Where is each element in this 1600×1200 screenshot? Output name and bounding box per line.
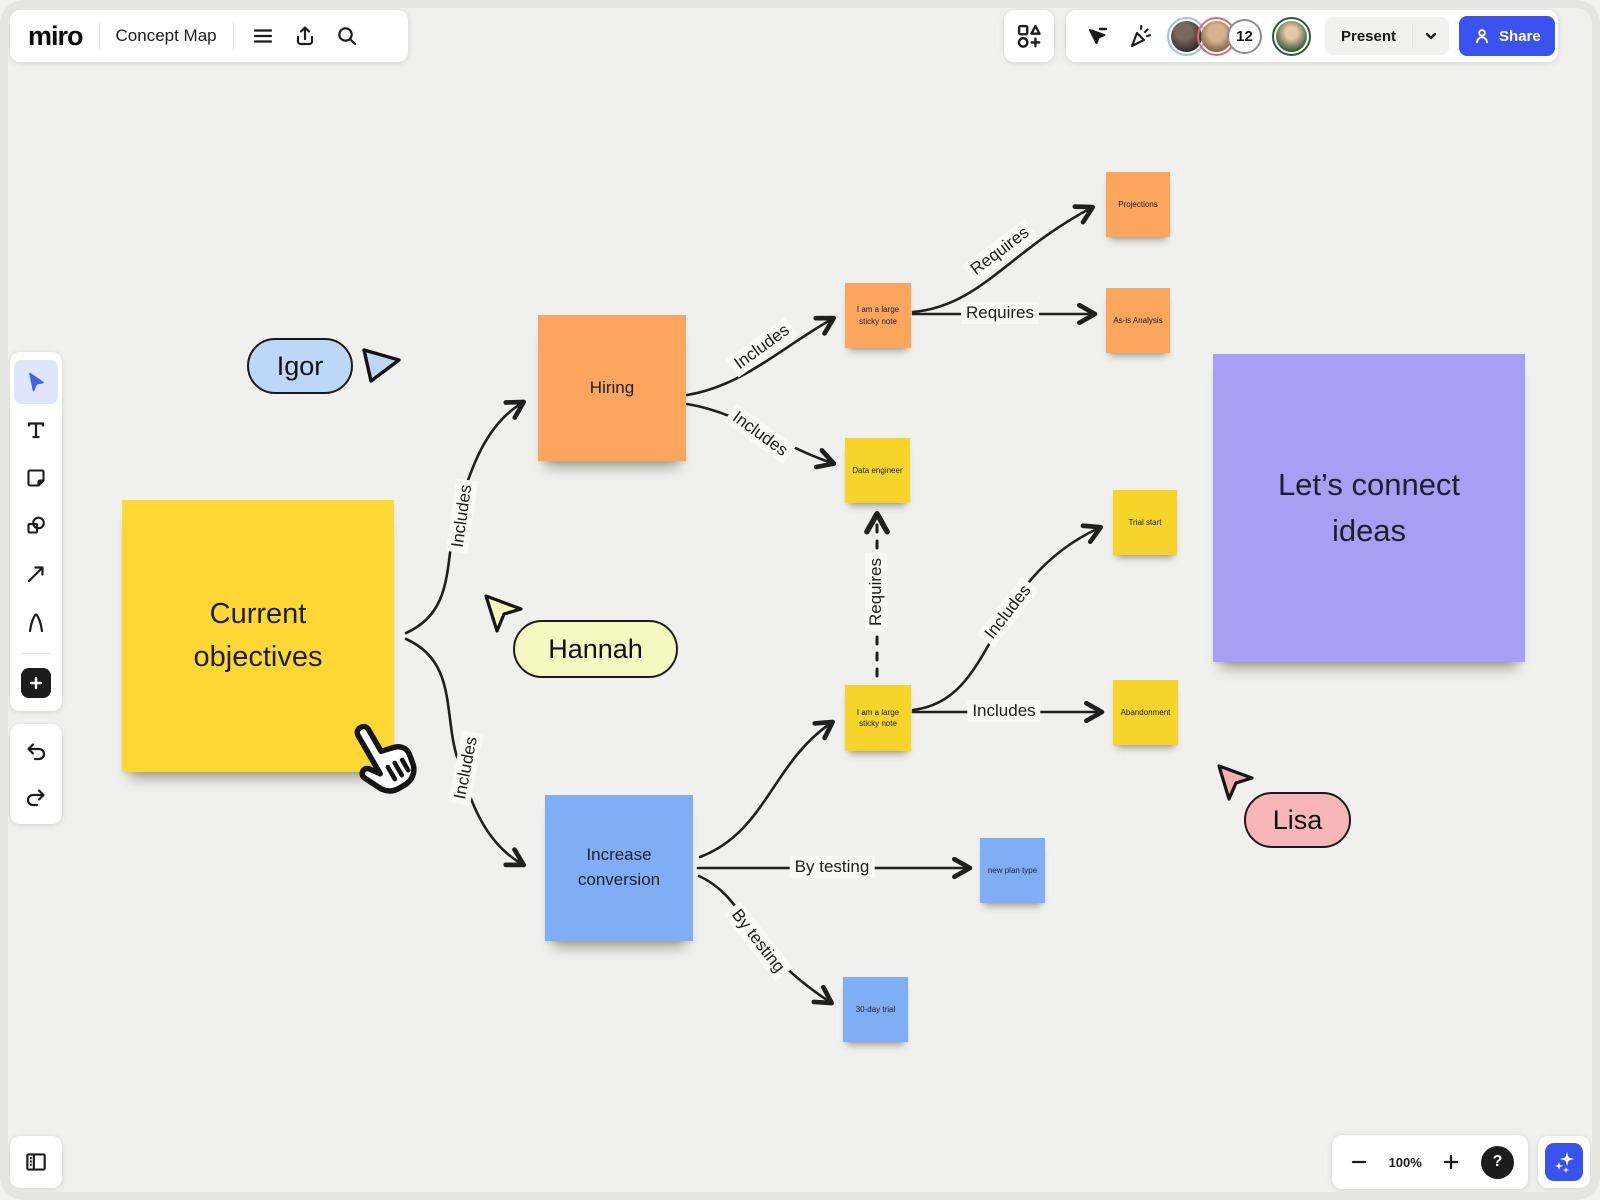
- sticky-note-abandonment[interactable]: Abandonment: [1113, 680, 1178, 745]
- sticky-note-new-plan-type[interactable]: new plan type: [980, 838, 1045, 903]
- collaborator-tag-hannah: Hannah: [513, 620, 678, 678]
- redo-button[interactable]: [17, 780, 55, 814]
- zoom-out-button[interactable]: [1346, 1149, 1372, 1175]
- sparkles-icon: [1545, 1143, 1583, 1181]
- tool-shapes[interactable]: [14, 504, 58, 548]
- history-toolbar: [10, 724, 62, 824]
- zoom-in-button[interactable]: [1438, 1149, 1464, 1175]
- edge-large-projections: [911, 204, 1096, 314]
- zoom-level[interactable]: 100%: [1388, 1154, 1422, 1170]
- hand-cursor-icon: [342, 716, 420, 804]
- collaborator-tag-lisa: Lisa: [1244, 792, 1351, 848]
- present-button[interactable]: Present: [1325, 17, 1450, 55]
- sticky-note-hiring[interactable]: Hiring: [538, 315, 686, 461]
- edge-label-requires[interactable]: Requires: [960, 302, 1040, 324]
- collaboration-toolbar: 12 Present Share: [1066, 10, 1558, 62]
- help-button[interactable]: ?: [1480, 1145, 1514, 1179]
- frames-panel-button[interactable]: [10, 1136, 62, 1188]
- tool-pen[interactable]: [14, 600, 58, 644]
- divider: [232, 23, 234, 49]
- chevron-down-icon[interactable]: [1413, 28, 1449, 44]
- sidebar-panel-icon: [26, 1153, 46, 1171]
- edge-label-includes[interactable]: Includes: [967, 700, 1041, 722]
- creation-toolbar: [10, 352, 62, 711]
- sticky-note-as-is-analysis[interactable]: As-is Analysis: [1106, 288, 1170, 353]
- tool-connector[interactable]: [14, 552, 58, 596]
- tool-select[interactable]: [14, 360, 58, 404]
- zoom-toolbar: 100% ?: [1332, 1135, 1528, 1189]
- sticky-note-increase-conversion[interactable]: Increase conversion: [545, 795, 693, 941]
- miro-logo[interactable]: miro: [28, 20, 84, 51]
- main-menu-icon[interactable]: [250, 23, 276, 49]
- divider: [1412, 24, 1414, 48]
- collaborator-tag-igor: Igor: [247, 338, 353, 394]
- collaborator-cursor-hannah-icon: [482, 593, 526, 635]
- sticky-note-trial-start[interactable]: Trial start: [1113, 490, 1177, 555]
- avatar-stack: 12: [1167, 16, 1311, 56]
- collaborator-cursor-igor-icon: [357, 344, 405, 388]
- export-icon[interactable]: [292, 23, 318, 49]
- sticky-note-large-bottom[interactable]: I am a large sticky note: [845, 685, 911, 751]
- more-tools-button[interactable]: [21, 668, 51, 698]
- cursors-toggle-icon[interactable]: [1084, 21, 1110, 51]
- sticky-note-lets-connect-ideas[interactable]: Let’s connect ideas: [1213, 354, 1525, 662]
- edge-label-by-testing[interactable]: By testing: [789, 856, 875, 878]
- divider: [21, 653, 51, 654]
- sticky-note-30-day-trial[interactable]: 30-day trial: [843, 977, 908, 1042]
- sticky-note-projections[interactable]: Projections: [1106, 172, 1170, 237]
- undo-button[interactable]: [17, 734, 55, 768]
- reactions-icon[interactable]: [1126, 21, 1153, 51]
- share-button[interactable]: Share: [1459, 16, 1555, 56]
- share-label: Share: [1499, 27, 1541, 45]
- edge-hiring-large: [685, 315, 837, 397]
- sticky-note-large-top[interactable]: I am a large sticky note: [845, 283, 911, 348]
- sticky-note-current-objectives[interactable]: Current objectives: [122, 500, 394, 772]
- participant-count-badge[interactable]: 12: [1227, 18, 1262, 54]
- ai-assistant-button[interactable]: [1538, 1136, 1590, 1188]
- board-title[interactable]: Concept Map: [115, 26, 217, 45]
- edge-increase-large2: [698, 719, 835, 859]
- plus-icon: [29, 676, 43, 690]
- present-label: Present: [1341, 27, 1397, 45]
- sticky-note-data-engineer[interactable]: Data engineer: [845, 438, 910, 503]
- tool-text[interactable]: [14, 408, 58, 452]
- avatar-current-user[interactable]: [1272, 16, 1311, 56]
- widgets-icon: [1017, 24, 1041, 48]
- search-icon[interactable]: [334, 23, 360, 49]
- divider: [98, 23, 100, 49]
- edge-label-requires[interactable]: Requires: [865, 552, 887, 632]
- collaborator-cursor-lisa-icon: [1215, 763, 1257, 803]
- avatar[interactable]: [1197, 16, 1236, 56]
- tool-sticky-note[interactable]: [14, 456, 58, 500]
- add-widgets-button[interactable]: [1004, 10, 1054, 62]
- app-header: miro Concept Map: [10, 10, 408, 62]
- person-icon: [1476, 29, 1488, 44]
